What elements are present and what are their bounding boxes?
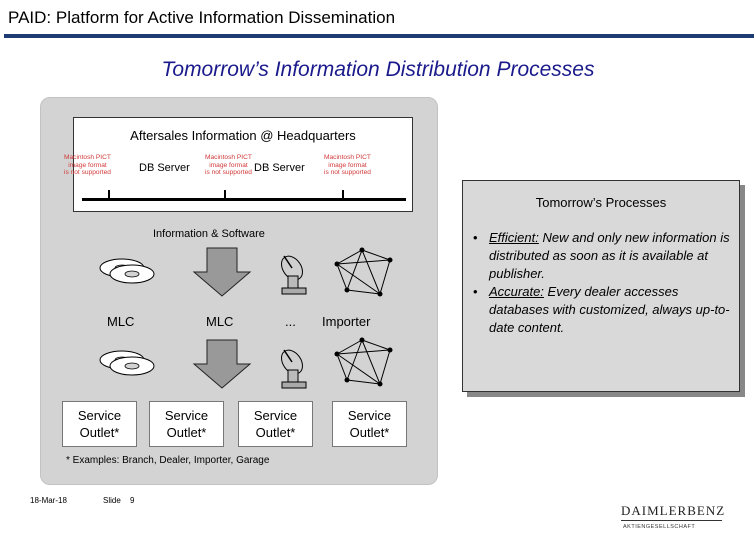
footer-slide-label: Slide: [103, 496, 121, 505]
bullet-efficient: •Efficient: New and only new information…: [473, 230, 730, 281]
logo-subtitle: AKTIENGESELLSCHAFT: [623, 524, 696, 530]
footer-date: 18-Mar-18: [30, 496, 67, 505]
processes-bullet-list: •Efficient: New and only new information…: [471, 229, 733, 337]
importer-node-label: Importer: [322, 314, 371, 329]
satellite-dish-icon: [276, 251, 308, 295]
arrow-down-icon: [193, 247, 251, 297]
db-server-label: DB Server: [139, 162, 190, 174]
network-bus-line: [82, 198, 406, 201]
footer-slide-number: 9: [130, 496, 135, 505]
network-tap: [224, 190, 226, 199]
bullet-accurate: •Accurate: Every dealer accesses databas…: [473, 284, 730, 335]
db-server-label: DB Server: [254, 162, 305, 174]
header-divider: [4, 34, 754, 38]
headquarters-box: Aftersales Information @ Headquarters Ma…: [64, 117, 413, 212]
information-software-label: Information & Software: [153, 228, 265, 240]
network-icon: [334, 337, 393, 387]
daimler-benz-logo: DAIMLERBENZ: [621, 503, 726, 518]
cd-disc-icon: [99, 258, 155, 284]
mlc-node-label: MLC: [206, 314, 234, 329]
mlc-node-label: MLC: [107, 314, 135, 329]
headquarters-title: Aftersales Information @ Headquarters: [130, 128, 356, 143]
arrow-down-icon: [193, 339, 251, 389]
slide-title: Tomorrow’s Information Distribution Proc…: [161, 58, 595, 81]
presentation-title: PAID: Platform for Active Information Di…: [8, 8, 396, 27]
network-tap: [108, 190, 110, 199]
examples-footnote: * Examples: Branch, Dealer, Importer, Ga…: [66, 455, 270, 466]
network-tap: [342, 190, 344, 199]
bullet-icon: •: [473, 230, 478, 245]
network-icon: [334, 247, 393, 297]
cd-disc-icon: [99, 350, 155, 376]
tomorrows-processes-box: Tomorrow’s Processes •Efficient: New and…: [462, 180, 740, 392]
ellipsis-node-label: ...: [285, 314, 296, 329]
bullet-icon: •: [473, 284, 478, 299]
processes-title: Tomorrow’s Processes: [535, 195, 667, 210]
satellite-dish-icon: [276, 345, 308, 389]
logo-divider: [621, 520, 722, 521]
